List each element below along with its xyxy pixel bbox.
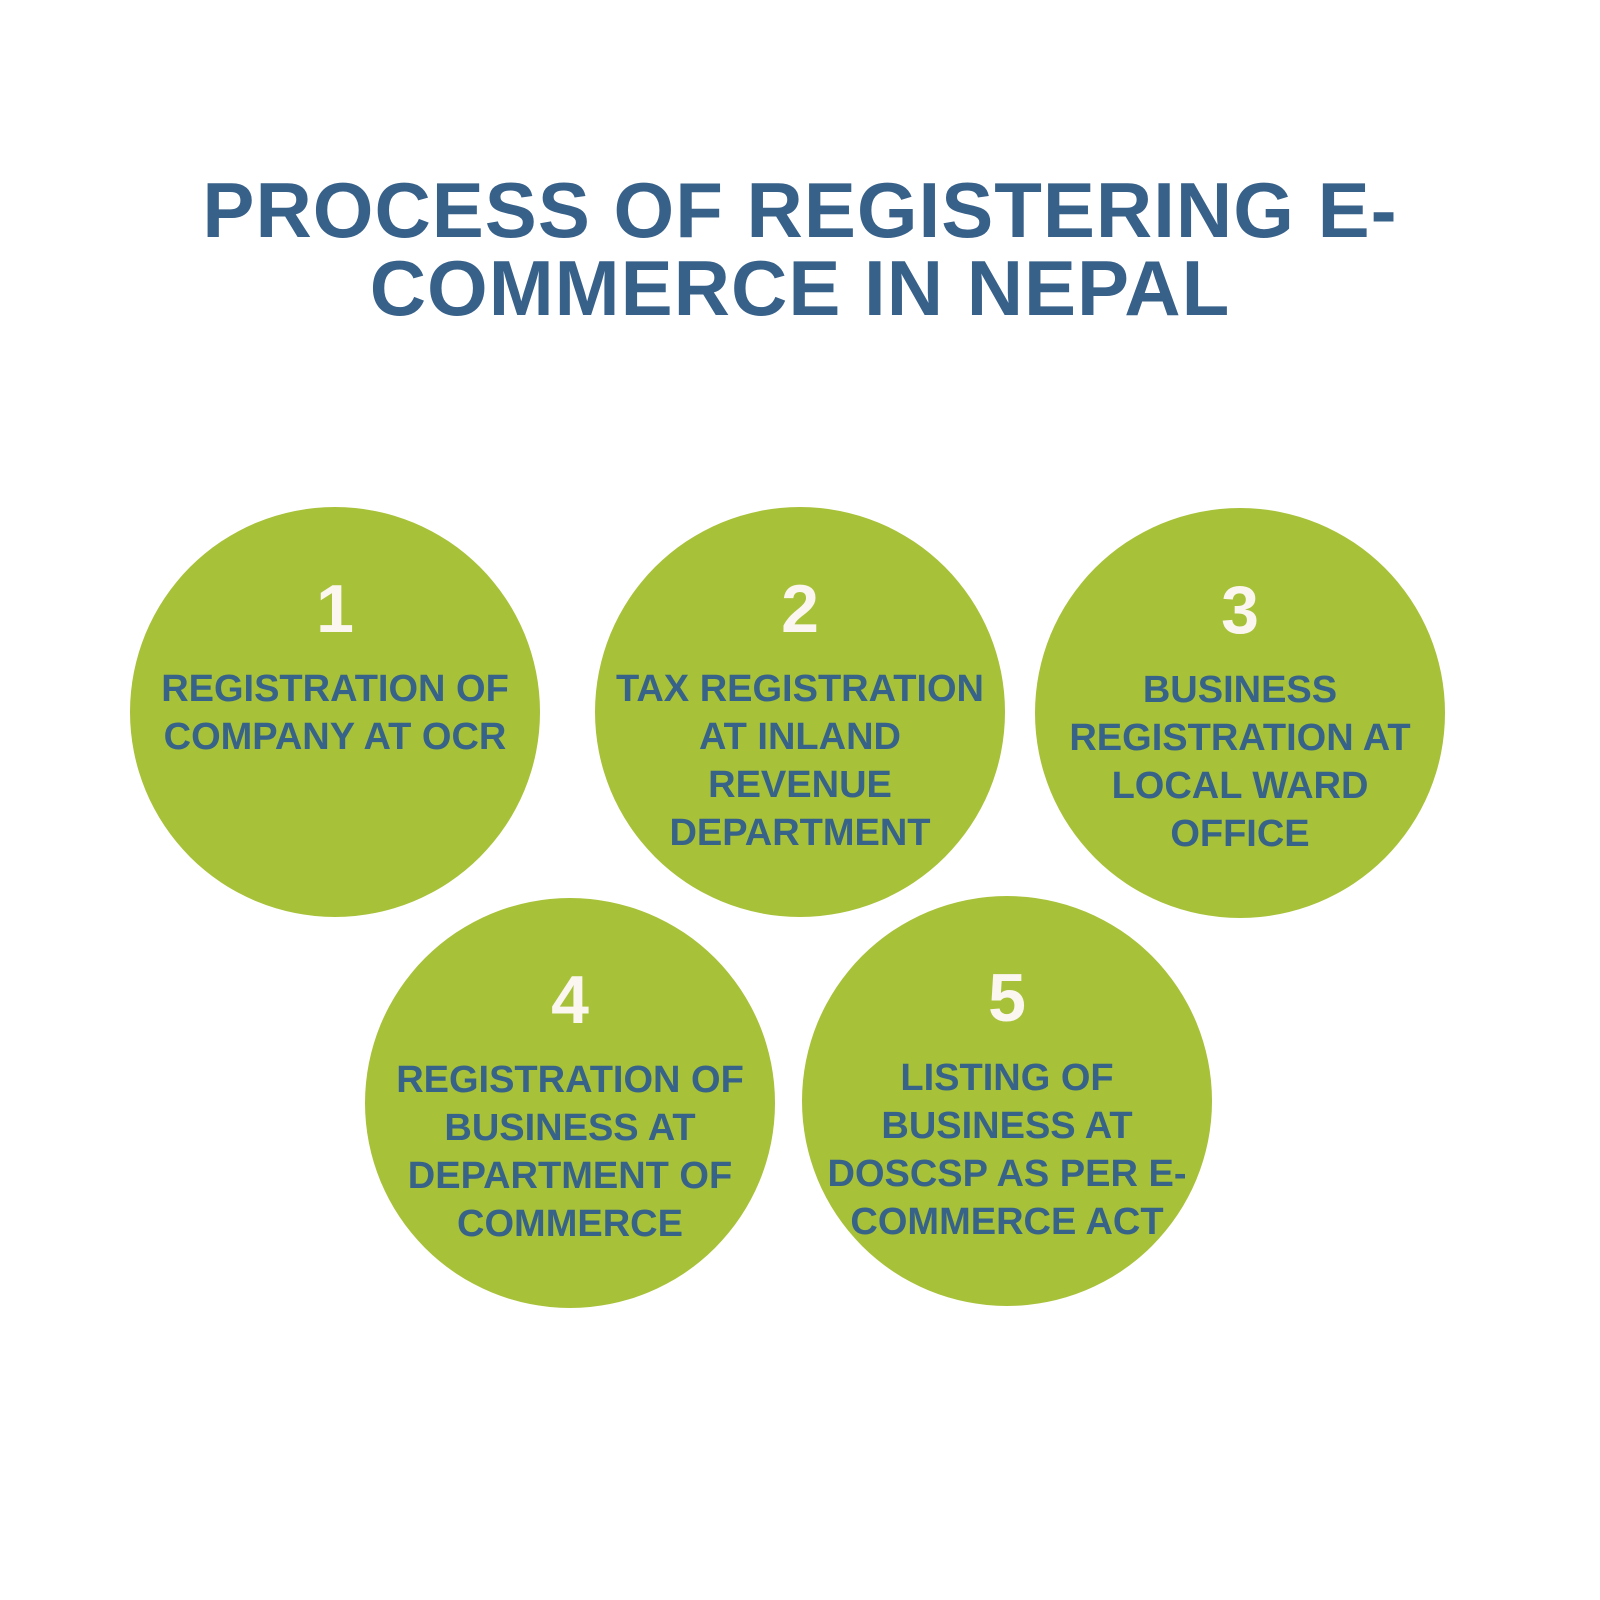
step-5-label-line-1: LISTING OF (900, 1057, 1114, 1099)
step-circle-4: 4 REGISTRATION OF BUSINESS AT DEPARTMENT… (365, 898, 775, 1308)
step-3-label-line-3: LOCAL WARD (1111, 765, 1369, 807)
step-label-2: TAX REGISTRATION AT INLAND REVENUE DEPAR… (603, 665, 998, 857)
step-3-label-line-1: BUSINESS (1142, 669, 1338, 711)
page-title-line-2: COMMERCE IN NEPAL (369, 244, 1231, 332)
step-5-label-line-4: COMMERCE ACT (850, 1201, 1164, 1243)
step-circle-3: 3 BUSINESS REGISTRATION AT LOCAL WARD OF… (1035, 508, 1445, 918)
step-5-label-line-2: BUSINESS AT (881, 1105, 1133, 1147)
step-number-5: 5 (988, 960, 1026, 1036)
step-circle-5: 5 LISTING OF BUSINESS AT DOSCSP AS PER E… (802, 896, 1212, 1306)
step-3-label-line-4: OFFICE (1170, 813, 1310, 855)
step-2-label-line-1: TAX REGISTRATION (615, 668, 985, 710)
step-2-label-line-4: DEPARTMENT (669, 812, 931, 854)
step-1-label-line-1: REGISTRATION OF (161, 668, 509, 710)
step-2-label-line-3: REVENUE (708, 764, 892, 806)
step-label-5: LISTING OF BUSINESS AT DOSCSP AS PER E- … (810, 1054, 1205, 1246)
step-2-label-line-2: AT INLAND (699, 716, 901, 758)
step-circle-2: 2 TAX REGISTRATION AT INLAND REVENUE DEP… (595, 507, 1005, 917)
step-label-1: REGISTRATION OF COMPANY AT OCR (138, 665, 533, 761)
step-1-label-line-2: COMPANY AT OCR (163, 716, 507, 758)
step-circle-1: 1 REGISTRATION OF COMPANY AT OCR (130, 507, 540, 917)
step-number-4: 4 (551, 962, 589, 1038)
step-label-4: REGISTRATION OF BUSINESS AT DEPARTMENT O… (373, 1056, 768, 1248)
step-4-label-line-1: REGISTRATION OF (396, 1059, 744, 1101)
step-4-label-line-3: DEPARTMENT OF (407, 1155, 733, 1197)
step-number-1: 1 (316, 571, 354, 647)
step-4-label-line-4: COMMERCE (457, 1203, 683, 1245)
step-label-3: BUSINESS REGISTRATION AT LOCAL WARD OFFI… (1043, 666, 1438, 858)
step-3-label-line-2: REGISTRATION AT (1069, 717, 1411, 759)
step-number-3: 3 (1221, 572, 1259, 648)
page-title: PROCESS OF REGISTERING E- COMMERCE IN NE… (0, 171, 1600, 327)
step-5-label-line-3: DOSCSP AS PER E- (827, 1153, 1187, 1195)
step-number-2: 2 (781, 571, 819, 647)
step-4-label-line-2: BUSINESS AT (444, 1107, 696, 1149)
page-title-line-1: PROCESS OF REGISTERING E- (202, 166, 1398, 254)
